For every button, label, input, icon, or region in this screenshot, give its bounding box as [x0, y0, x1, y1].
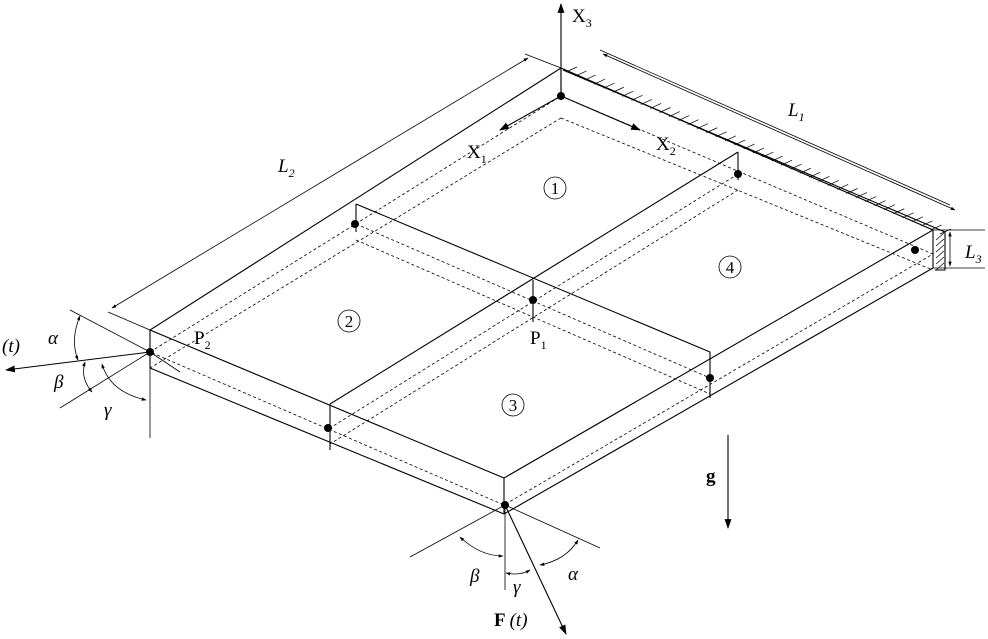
dim-l3-label: L3	[964, 242, 982, 266]
coordinate-axes	[499, 3, 641, 131]
plate-top-face	[148, 67, 935, 515]
hatch-stroke	[911, 216, 924, 223]
gamma-left-label: γ	[104, 400, 112, 421]
node-top-mid	[351, 220, 359, 228]
dimension-lines	[107, 49, 985, 331]
point-p2-label: P2	[194, 328, 211, 352]
node-right-mid	[734, 170, 742, 178]
hatch-stroke	[935, 250, 945, 259]
hatch-stroke	[921, 220, 933, 227]
hatch-stroke	[935, 238, 945, 247]
axis-x1-label: X1	[467, 142, 487, 166]
force-label: F(t)	[494, 610, 528, 631]
svg-text:2: 2	[345, 312, 354, 331]
beta-bottom-label: β	[469, 566, 480, 587]
region-2-marker: 2	[337, 309, 361, 333]
axis-x3-label: X3	[572, 6, 592, 30]
gamma-bottom-label: γ	[513, 577, 521, 598]
node-front-left	[324, 424, 332, 432]
dim-l2-label: L2	[277, 156, 295, 180]
region-1-marker: 1	[543, 176, 567, 200]
hatch-stroke	[935, 244, 945, 253]
alpha-bottom-label: α	[568, 564, 579, 585]
point-p1-label: P1	[530, 328, 547, 352]
svg-text:3: 3	[509, 396, 518, 415]
hatch-stroke	[935, 256, 945, 265]
svg-text:4: 4	[726, 258, 735, 277]
dim-l1-label: L1	[787, 100, 805, 124]
node-front-right	[706, 374, 714, 382]
alpha-left-label: α	[48, 328, 59, 349]
beta-left-label: β	[53, 372, 64, 393]
axis-x2-label: X2	[656, 134, 676, 158]
nodes	[146, 92, 919, 509]
hatch-stroke	[935, 232, 945, 241]
hatch-stroke	[930, 224, 942, 231]
time-label: (t)	[2, 336, 20, 357]
region-4-marker: 4	[718, 255, 742, 279]
force-construction	[409, 504, 601, 635]
hidden-mid-plane	[149, 95, 934, 506]
svg-text:1: 1	[551, 179, 560, 198]
clamped-edge-hatching	[562, 66, 952, 271]
region-3-marker: 3	[501, 393, 525, 417]
hatch-stroke	[935, 262, 945, 271]
p2-angle-construction	[5, 309, 181, 438]
gravity-label: g	[706, 466, 716, 487]
node-right-corner	[911, 246, 919, 254]
node-p1	[529, 296, 537, 304]
